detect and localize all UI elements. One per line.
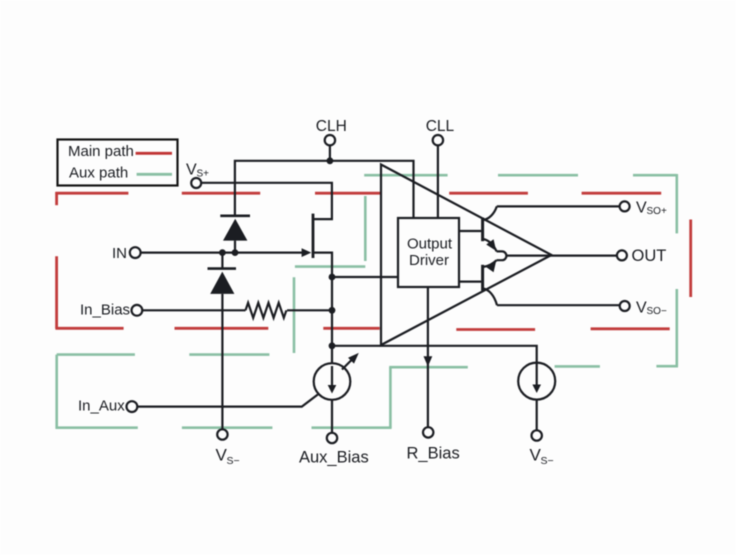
svg-text:S+: S+: [197, 169, 210, 180]
svg-text:Aux path: Aux path: [69, 165, 128, 182]
svg-text:V: V: [216, 446, 228, 465]
svg-text:V: V: [530, 446, 542, 465]
svg-text:S−: S−: [541, 455, 554, 467]
svg-text:IN: IN: [112, 245, 127, 262]
svg-text:Output: Output: [407, 236, 453, 253]
svg-text:V: V: [186, 162, 197, 179]
svg-text:CLL: CLL: [426, 118, 455, 135]
svg-text:R_Bias: R_Bias: [407, 445, 460, 463]
svg-text:SO+: SO+: [647, 206, 667, 217]
svg-text:In_Aux: In_Aux: [78, 398, 125, 415]
svg-text:In_Bias: In_Bias: [80, 302, 130, 319]
svg-text:OUT: OUT: [632, 247, 667, 265]
svg-text:V: V: [636, 300, 647, 317]
svg-text:Aux_Bias: Aux_Bias: [299, 449, 369, 467]
svg-text:SO−: SO−: [647, 306, 667, 317]
svg-text:Driver: Driver: [409, 252, 449, 269]
svg-text:S−: S−: [227, 455, 240, 467]
svg-text:CLH: CLH: [316, 118, 347, 135]
svg-text:Main path: Main path: [68, 143, 134, 160]
svg-text:V: V: [636, 200, 647, 217]
